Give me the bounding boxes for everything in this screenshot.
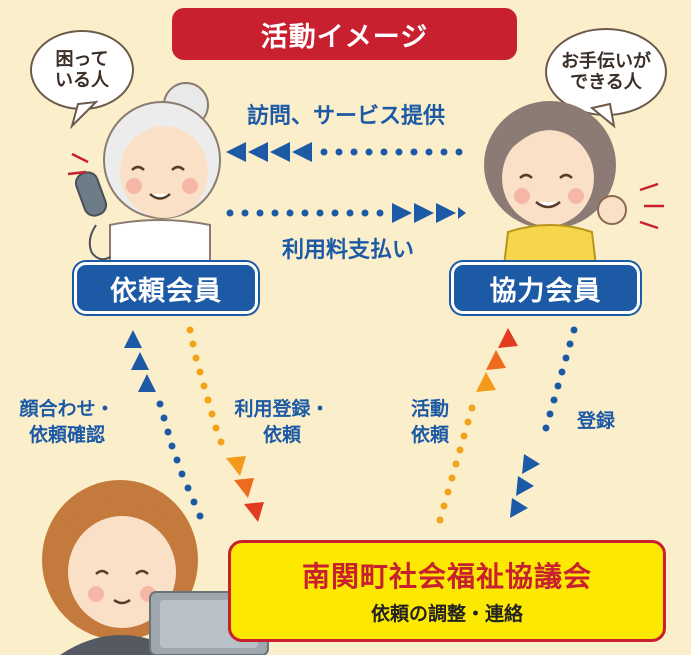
face-check-arrow <box>124 330 204 520</box>
bubble-tail-right <box>589 102 616 129</box>
title-banner: 活動イメージ <box>172 8 517 60</box>
helper-member-box: 協力会員 <box>451 262 640 314</box>
register-request-arrow <box>186 326 264 522</box>
payment-arrow-label: 利用料支払い <box>281 238 414 263</box>
council-name: 南関町社会福祉協議会 <box>301 560 592 593</box>
service-arrow <box>226 142 463 162</box>
requester-member-box: 依頼会員 <box>74 262 258 314</box>
elderly-woman-illustration <box>67 82 221 266</box>
face-check-label: 顔合わせ・ 依頼確認 <box>19 398 115 446</box>
payment-arrow <box>226 203 466 223</box>
activity-request-arrow <box>436 328 518 524</box>
council-role: 依頼の調整・連絡 <box>370 603 523 625</box>
helper-woman-illustration <box>484 101 664 267</box>
register-label: 登録 <box>576 410 615 432</box>
council-box: 南関町社会福祉協議会 依頼の調整・連絡 <box>228 540 666 642</box>
register-arrow <box>510 326 578 518</box>
speech-bubble-requester: 困って いる人 <box>30 30 134 110</box>
service-arrow-label: 訪問、サービス提供 <box>246 104 445 129</box>
activity-request-label: 活動 依頼 <box>410 398 449 446</box>
register-request-label: 利用登録・ 依頼 <box>234 398 330 446</box>
bubble-tail-left <box>70 100 99 130</box>
